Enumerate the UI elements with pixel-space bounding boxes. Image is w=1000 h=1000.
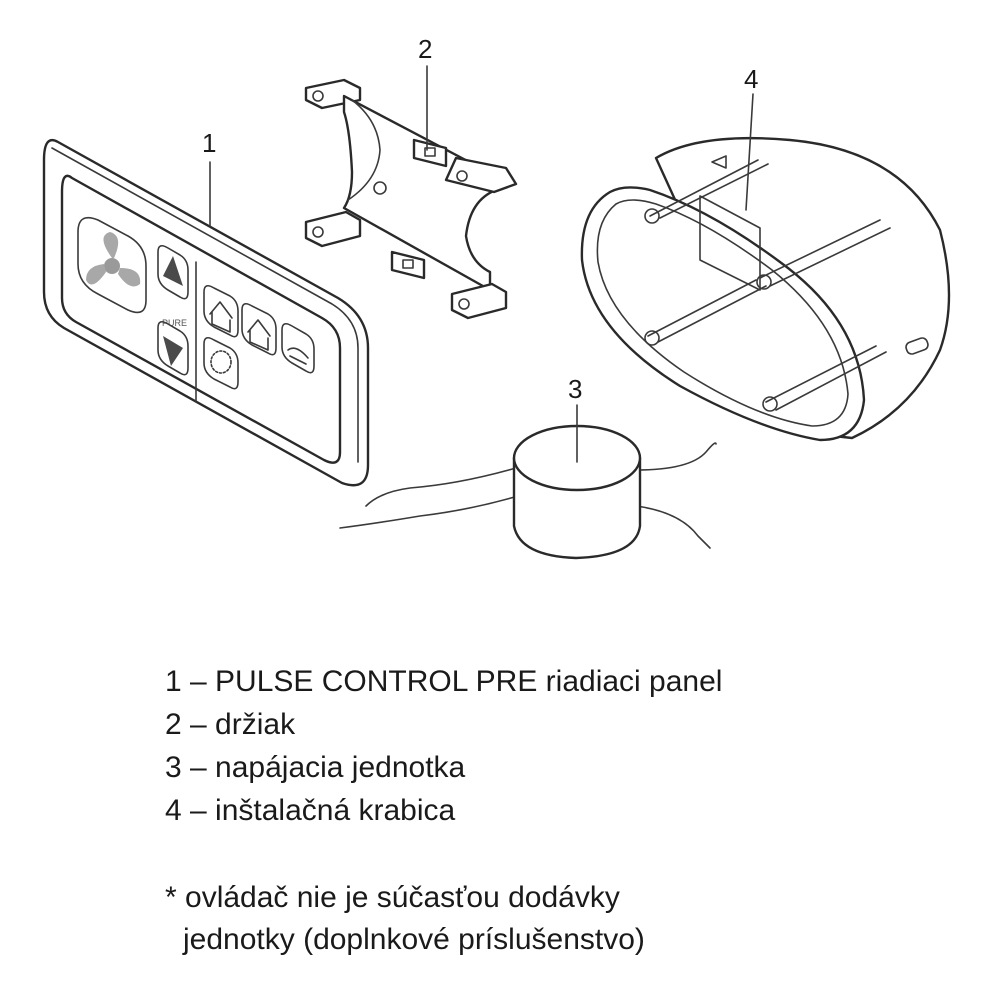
parts-legend: 1 – PULSE CONTROL PRE riadiaci panel 2 –… bbox=[165, 660, 965, 832]
legend-item-1: 1 – PULSE CONTROL PRE riadiaci panel bbox=[165, 665, 723, 698]
control-panel-drawing: PURE bbox=[42, 138, 370, 487]
bracket-drawing bbox=[304, 78, 518, 320]
triangle-down-icon bbox=[163, 336, 183, 366]
footnote-line-1: * ovládač nie je súčasťou dodávky bbox=[165, 881, 620, 914]
bed-icon bbox=[287, 347, 309, 365]
clock-icon bbox=[210, 350, 232, 374]
callout-4: 4 bbox=[744, 64, 758, 94]
legend-item-4: 4 – inštalačná krabica bbox=[165, 794, 456, 827]
callout-1: 1 bbox=[202, 128, 216, 158]
panel-button-label: PURE bbox=[162, 318, 187, 328]
legend-item-2: 2 – držiak bbox=[165, 708, 296, 741]
power-supply-drawing bbox=[339, 424, 717, 560]
footnote-line-2: jednotky (doplnkové príslušenstvo) bbox=[183, 923, 645, 956]
house-icon bbox=[209, 301, 233, 333]
leader-lines bbox=[209, 65, 754, 463]
triangle-up-icon bbox=[163, 256, 183, 286]
callout-3: 3 bbox=[568, 374, 582, 404]
arrow-down-button bbox=[157, 320, 189, 376]
mode-button-2 bbox=[241, 302, 277, 356]
mode-button-4 bbox=[203, 336, 239, 390]
mode-button-1 bbox=[203, 284, 239, 338]
callout-2: 2 bbox=[418, 34, 432, 64]
mode-button-3 bbox=[281, 322, 315, 374]
installation-box-drawing bbox=[580, 136, 951, 442]
components-diagram: PURE bbox=[42, 34, 951, 560]
fan-icon bbox=[77, 216, 147, 314]
house-icon bbox=[247, 319, 271, 351]
arrow-up-button bbox=[157, 244, 189, 300]
footnote: * ovládač nie je súčasťou dodávky jednot… bbox=[165, 877, 965, 961]
legend-item-3: 3 – napájacia jednotka bbox=[165, 751, 466, 784]
